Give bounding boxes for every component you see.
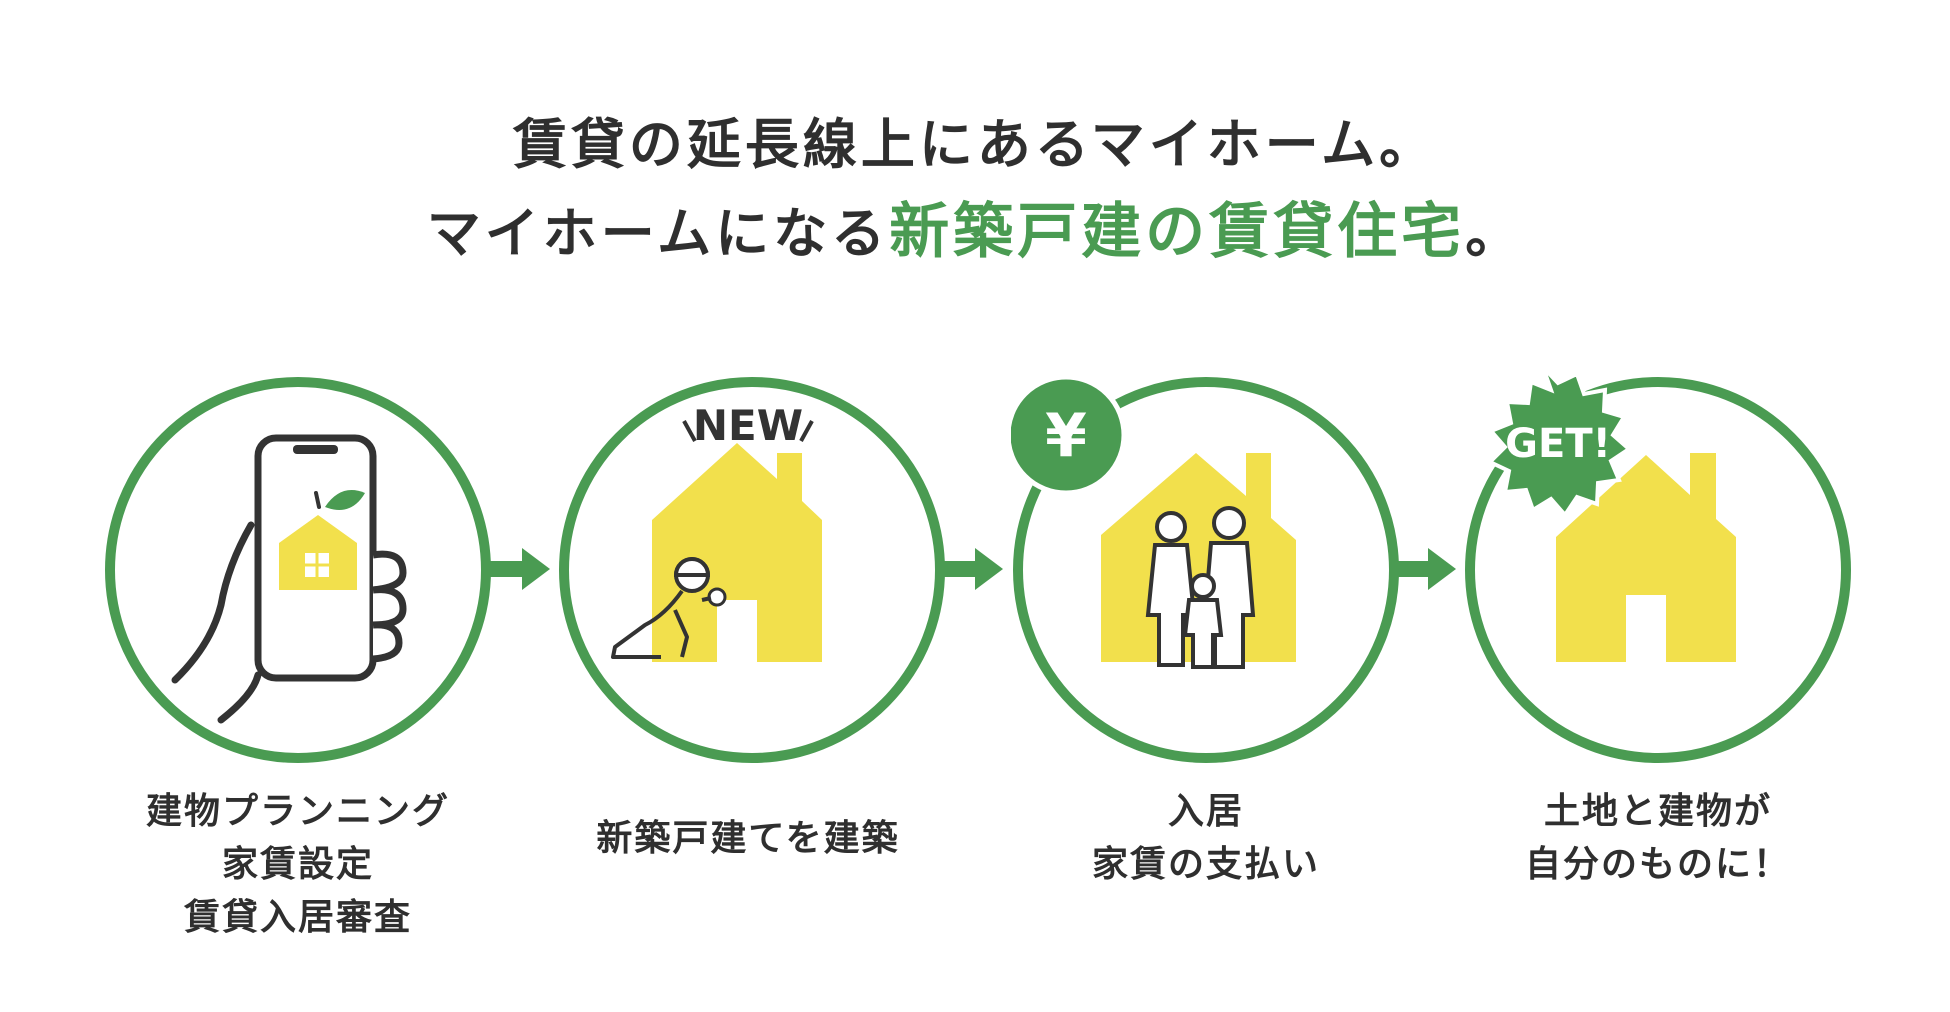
caption-line: 入居 [1167, 791, 1244, 832]
get-badge-text: GET! [1505, 421, 1611, 467]
headline-line-2: マイホームになる新築戸建の賃貸住宅。 [0, 183, 1950, 270]
step-1-circle [103, 375, 493, 765]
caption-line: 建物プランニング [145, 791, 450, 832]
arrow-right-icon [488, 548, 550, 590]
yen-badge-icon [1011, 375, 1127, 496]
arrow-right-icon [941, 548, 1003, 590]
step-3-caption: 入居 家賃の支払い [996, 785, 1416, 891]
headline-line-1: 賃貸の延長線上にあるマイホーム。 [512, 113, 1438, 176]
smartphone-house-icon [171, 434, 407, 724]
new-house-construction-icon [611, 420, 822, 662]
step-3-circle: ¥ [1011, 375, 1401, 765]
headline-line-2-suffix: 。 [1465, 202, 1524, 265]
caption-line: 家賃の支払い [1091, 844, 1320, 885]
caption-line: 家賃設定 [221, 844, 374, 885]
step-4-caption: 土地と建物が 自分のものに！ [1448, 785, 1868, 891]
arrow-right-icon [1394, 548, 1456, 590]
own-house-icon [1556, 453, 1736, 662]
caption-line: 土地と建物が [1543, 791, 1772, 832]
new-badge: NEW [693, 401, 803, 450]
headline-line-2-prefix: マイホームになる [426, 202, 890, 265]
family-house-icon [1101, 453, 1296, 669]
step-2-circle: NEW [557, 375, 947, 765]
caption-line: 賃貸入居審査 [183, 897, 412, 938]
headline-highlight: 新築戸建の賃貸住宅 [889, 197, 1466, 267]
yen-badge-text: ¥ [1045, 401, 1087, 471]
get-badge-icon [1486, 375, 1633, 519]
caption-line: 自分のものに！ [1524, 844, 1791, 885]
step-2-caption: 新築戸建てを建築 [538, 812, 958, 865]
caption-line: 新築戸建てを建築 [596, 818, 900, 859]
step-1-caption: 建物プランニング 家賃設定 賃貸入居審査 [88, 785, 508, 944]
step-4-circle: GET! [1463, 375, 1853, 765]
